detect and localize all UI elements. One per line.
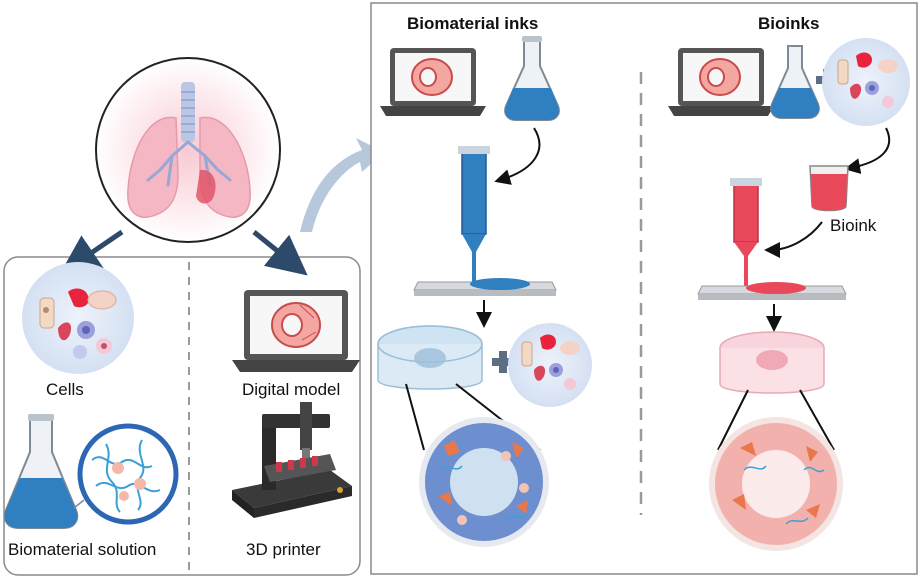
hydrogel-network-icon <box>73 423 179 525</box>
laptop-icon <box>380 48 486 116</box>
scaffold-icon <box>719 331 825 394</box>
bioinks-title: Bioinks <box>758 14 820 33</box>
bioink-label: Bioink <box>830 216 877 235</box>
zoom-line-right-red <box>799 389 835 451</box>
beaker-icon <box>809 165 849 212</box>
zoom-line-left-red <box>717 389 749 451</box>
printed-disc-red <box>746 282 806 294</box>
flask-icon <box>504 36 560 121</box>
cells-icon <box>822 38 910 126</box>
biomaterial-solution-label: Biomaterial solution <box>8 540 157 559</box>
arrow-to-cells <box>59 229 124 275</box>
biomaterial-inks-title: Biomaterial inks <box>407 14 539 33</box>
arrow-to-beaker <box>844 127 891 175</box>
scaffold-cross-section-blue <box>419 417 549 547</box>
digital-model-label: Digital model <box>242 380 341 399</box>
flask-icon <box>770 45 820 119</box>
syringe-nozzle-icon <box>458 146 490 282</box>
scaffold-icon <box>377 325 483 390</box>
lung-circle <box>95 57 281 243</box>
syringe-nozzle-icon <box>730 178 762 286</box>
curved-arrow-to-panel <box>300 138 384 232</box>
cells-icon <box>22 262 134 374</box>
flask-icon <box>3 414 79 529</box>
laptop-icon <box>232 290 360 372</box>
lung-icon <box>127 82 251 218</box>
arrow-flask-to-nozzle <box>494 127 541 185</box>
cells-label: Cells <box>46 380 84 399</box>
arrow-to-model <box>252 230 308 276</box>
3d-printer-icon <box>232 402 352 518</box>
laptop-icon <box>668 48 774 116</box>
zoom-line-left-blue <box>405 383 425 451</box>
arrow-beaker-to-nozzle <box>764 221 823 258</box>
printed-disc-blue <box>470 278 530 290</box>
cells-icon <box>508 323 592 407</box>
scaffold-cross-section-red <box>709 417 843 551</box>
3d-printer-label: 3D printer <box>246 540 321 559</box>
plus-icon <box>492 351 514 373</box>
